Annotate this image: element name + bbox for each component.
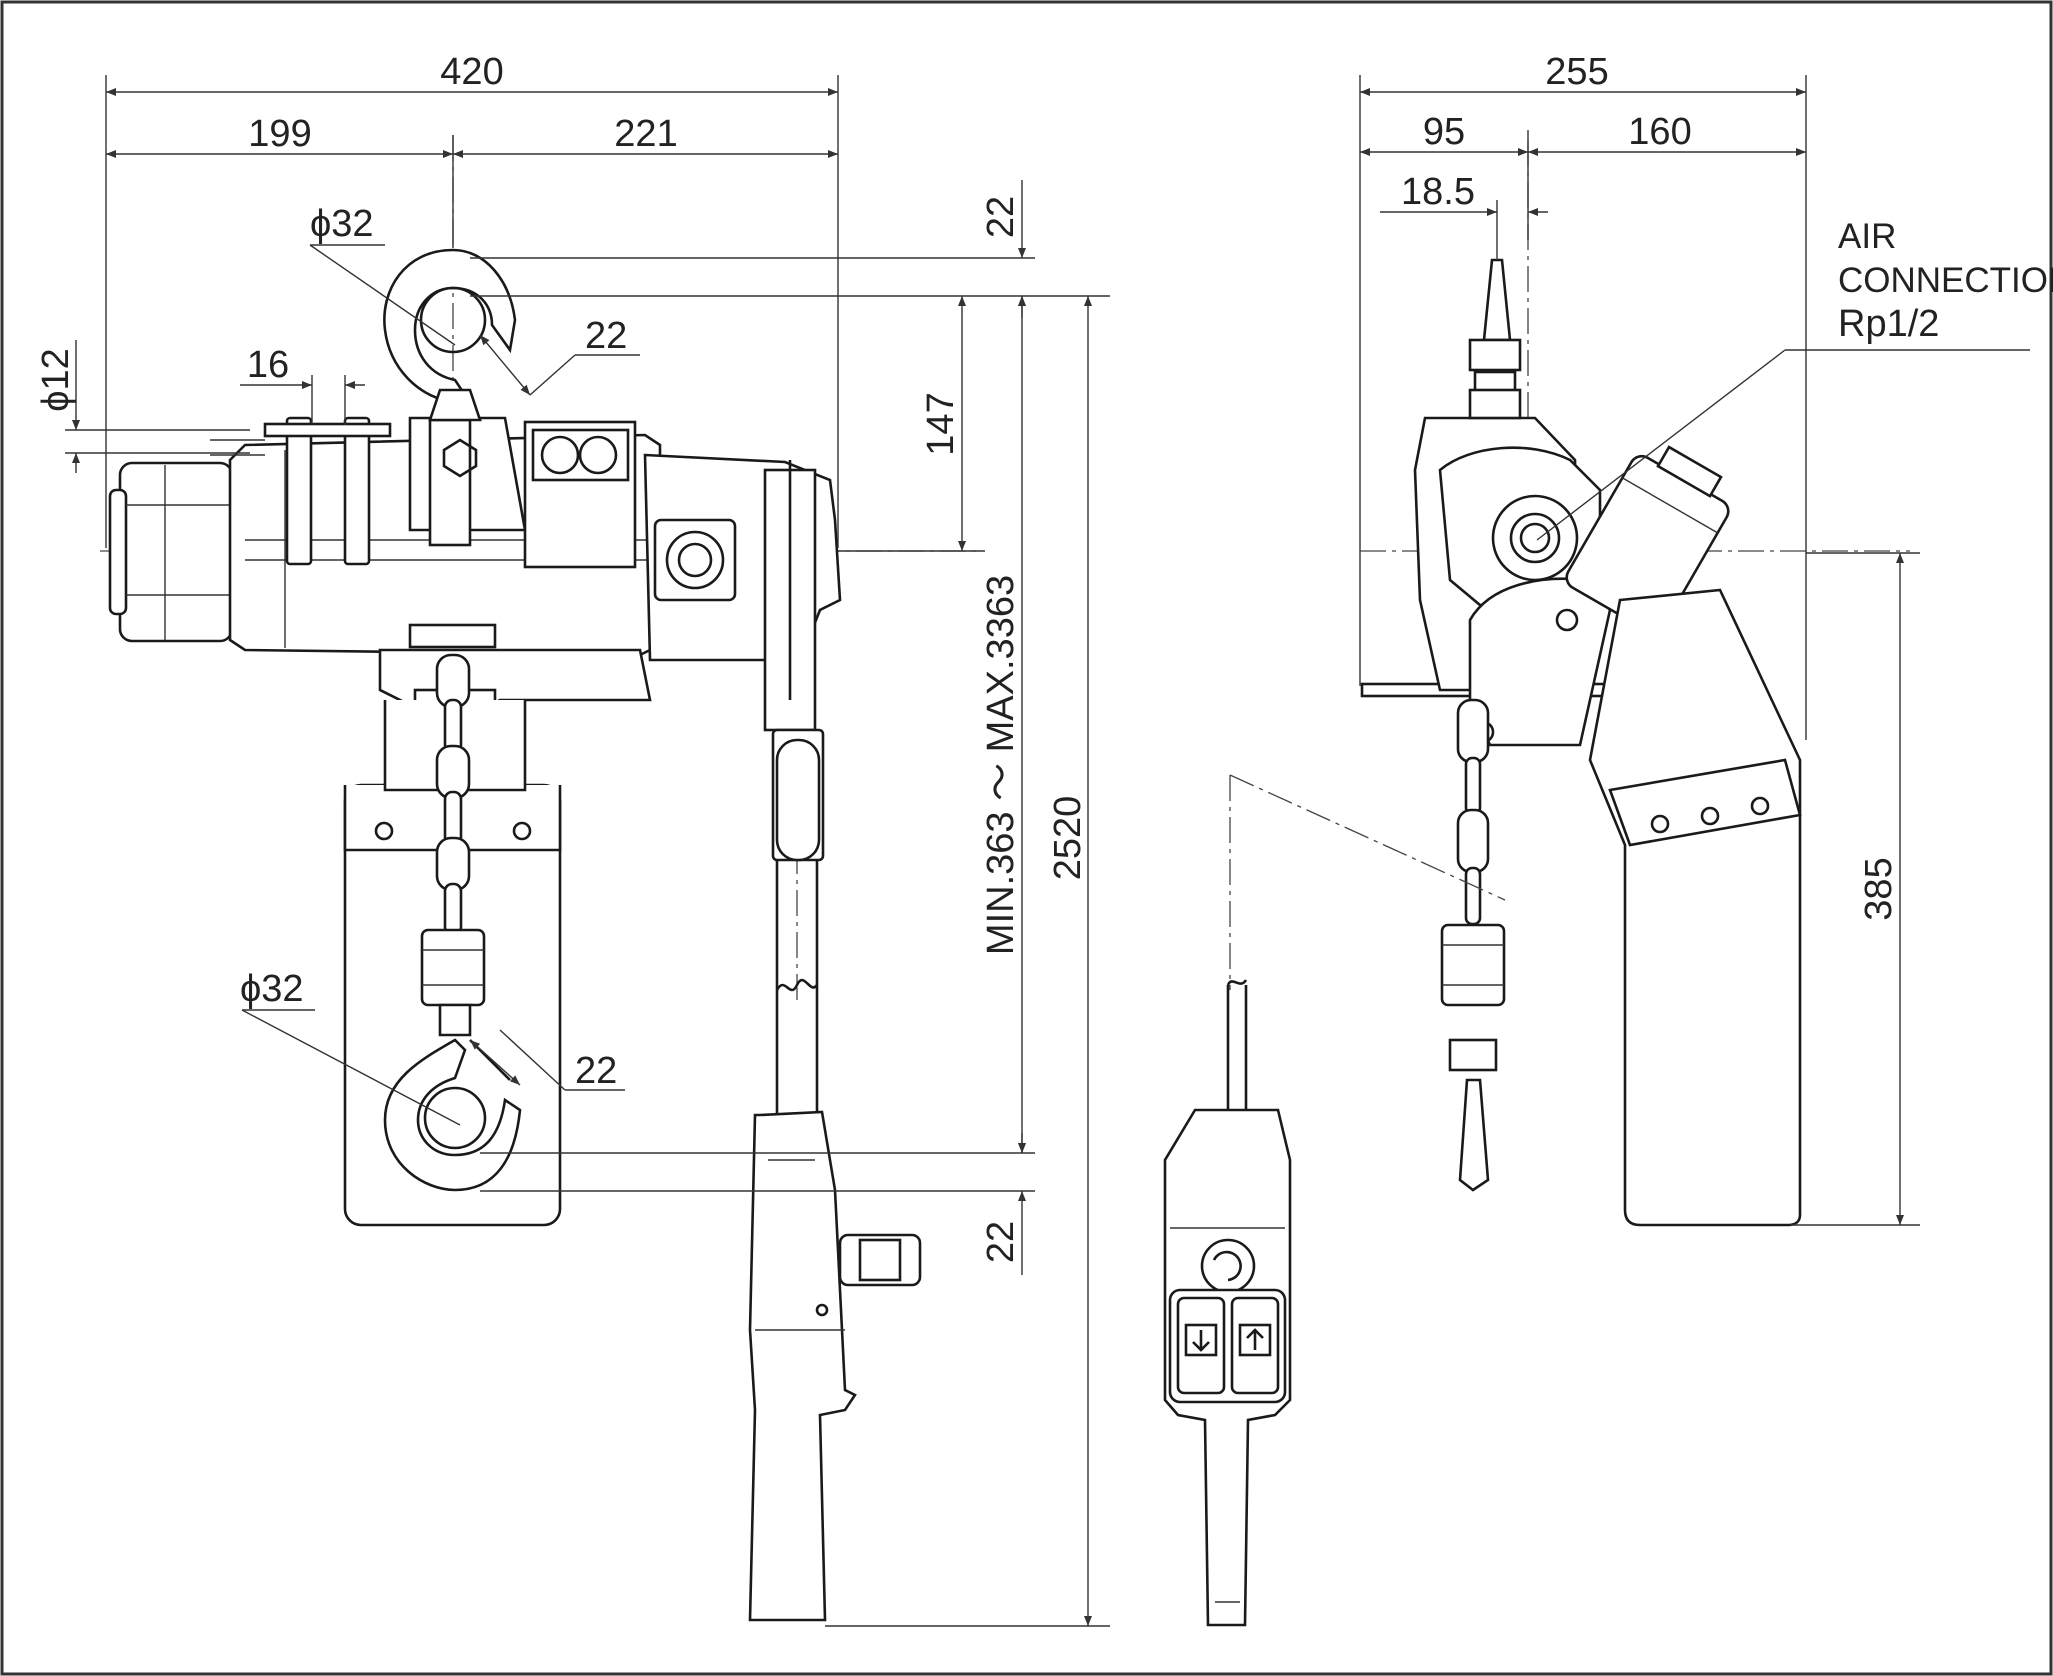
air-connection-label-3: Rp1/2 xyxy=(1838,303,1939,345)
dim-suspension-pin: ϕ12 xyxy=(35,348,77,412)
dim-bottom-offset: 22 xyxy=(980,1221,1022,1263)
dim-hook-to-center: 147 xyxy=(920,392,962,455)
hoist-body xyxy=(228,416,662,657)
dim-bottom-hook-diameter: ϕ32 xyxy=(240,968,304,1010)
motor-cap xyxy=(108,461,234,643)
side-motor xyxy=(1565,445,1730,634)
dim-top-hook-diameter: ϕ32 xyxy=(310,203,374,245)
front-dimensions: 420 199 221 ϕ32 ϕ32 22 22 16 ϕ12 xyxy=(35,51,1110,1627)
side-dimensions: 255 95 160 18.5 AIR CONNECTION Rp1/2 385 xyxy=(1359,51,2053,1226)
front-view xyxy=(100,135,980,1622)
side-top-hook xyxy=(1468,258,1522,420)
pendant-front xyxy=(748,1110,922,1622)
dim-side-hook-offset: 18.5 xyxy=(1401,171,1475,213)
dim-hook-pitch: 16 xyxy=(247,344,289,386)
dim-left-width: 199 xyxy=(248,113,311,155)
pendant-face xyxy=(1163,1108,1292,1627)
up-arrow-icon xyxy=(1238,1323,1272,1357)
side-chain-bucket xyxy=(1588,588,1802,1227)
top-hook xyxy=(383,248,517,422)
dim-top-hook-opening: 22 xyxy=(585,315,627,357)
dim-control-length: 2520 xyxy=(1047,796,1089,881)
side-chain xyxy=(1456,698,1490,926)
rotate-icon xyxy=(1212,1250,1242,1282)
dim-top-offset: 22 xyxy=(980,196,1022,238)
hose-route-line xyxy=(1229,774,1506,901)
emergency-stop-icon xyxy=(1200,1238,1256,1294)
side-view xyxy=(1163,140,1910,1627)
load-chain xyxy=(435,653,471,936)
dim-side-left-width: 95 xyxy=(1423,111,1465,153)
dim-right-width: 221 xyxy=(614,113,677,155)
side-air-hose xyxy=(1226,979,1248,1112)
dim-bucket-height: 385 xyxy=(1858,857,1900,920)
gearbox xyxy=(643,453,842,862)
dim-side-right-width: 160 xyxy=(1628,111,1691,153)
dim-bottom-hook-opening: 22 xyxy=(575,1050,617,1092)
air-connection-label-1: AIR xyxy=(1838,217,1896,256)
air-hose xyxy=(775,860,819,1115)
dim-side-total-width: 255 xyxy=(1545,51,1608,93)
air-connection-label-2: CONNECTION xyxy=(1838,261,2053,300)
dim-total-width: 420 xyxy=(440,51,503,93)
down-arrow-icon xyxy=(1184,1323,1218,1357)
side-bottom-hook xyxy=(1440,923,1506,1192)
dim-lift-range: MIN.363 ～ MAX.3363 xyxy=(980,575,1022,955)
